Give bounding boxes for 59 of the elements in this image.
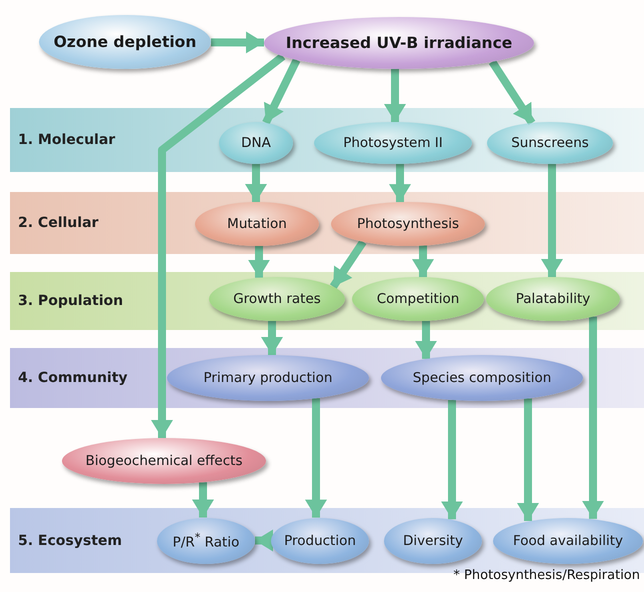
level-label: 5. Ecosystem bbox=[18, 532, 122, 548]
arrow bbox=[210, 31, 264, 54]
arrow bbox=[582, 316, 604, 519]
footnote: * Photosynthesis/Respiration bbox=[453, 568, 640, 583]
level-label: 1. Molecular bbox=[18, 132, 116, 148]
node-label: DNA bbox=[241, 135, 271, 151]
node-label: P/R$^{*}$ Ratio bbox=[172, 530, 240, 550]
arrow bbox=[262, 58, 300, 125]
ellipse-node bbox=[195, 202, 319, 246]
node-label: Mutation bbox=[227, 216, 287, 232]
arrow bbox=[541, 164, 563, 277]
ellipse-node bbox=[314, 122, 472, 164]
ellipse-node bbox=[271, 518, 369, 564]
arrow bbox=[441, 400, 463, 520]
level-band bbox=[10, 348, 644, 408]
node-label: Competition bbox=[376, 291, 460, 307]
arrow bbox=[488, 60, 536, 126]
node-label: Diversity bbox=[402, 532, 464, 548]
arrow bbox=[330, 240, 366, 289]
arrow bbox=[255, 530, 273, 552]
node-label: Species composition bbox=[412, 370, 552, 386]
ellipse-node bbox=[352, 277, 484, 321]
level-label: 2. Cellular bbox=[18, 215, 98, 231]
arrow bbox=[192, 482, 214, 518]
level-label: 3. Population bbox=[18, 293, 124, 309]
arrow bbox=[517, 398, 539, 522]
ellipse-node bbox=[331, 202, 485, 246]
level-band bbox=[10, 108, 644, 172]
node-label: Biogeochemical effects bbox=[86, 453, 242, 469]
arrow bbox=[412, 246, 434, 278]
arrow bbox=[384, 69, 406, 122]
arrow bbox=[151, 53, 286, 438]
ellipse-node bbox=[486, 277, 620, 321]
level-band bbox=[10, 272, 644, 330]
node-label: Sunscreens bbox=[511, 135, 589, 151]
node-label: Primary production bbox=[204, 370, 332, 386]
ellipse-node bbox=[384, 518, 482, 564]
arrow bbox=[248, 246, 270, 278]
ellipse-node bbox=[493, 518, 643, 564]
node-label: Photosynthesis bbox=[356, 216, 460, 232]
node-label: Ozone depletion bbox=[54, 33, 196, 51]
arrow bbox=[389, 164, 411, 202]
node-label: Palatability bbox=[516, 291, 590, 307]
node-label: Food availability bbox=[512, 532, 624, 548]
ellipse-node bbox=[209, 277, 345, 321]
node-label: Increased UV-B irradiance bbox=[286, 34, 512, 52]
ellipse-node bbox=[157, 518, 255, 564]
node-label: Growth rates bbox=[233, 291, 321, 307]
arrow bbox=[305, 398, 327, 518]
node-label: Photosystem II bbox=[343, 135, 443, 151]
level-band bbox=[10, 192, 644, 254]
arrow bbox=[245, 164, 267, 202]
arrow bbox=[261, 320, 283, 356]
ellipse-node bbox=[219, 122, 293, 164]
node-label: Production bbox=[284, 532, 356, 548]
level-label: 4. Community bbox=[18, 370, 128, 386]
ellipse-node bbox=[487, 122, 613, 164]
ellipse-node bbox=[167, 355, 369, 401]
arrow bbox=[415, 320, 437, 359]
